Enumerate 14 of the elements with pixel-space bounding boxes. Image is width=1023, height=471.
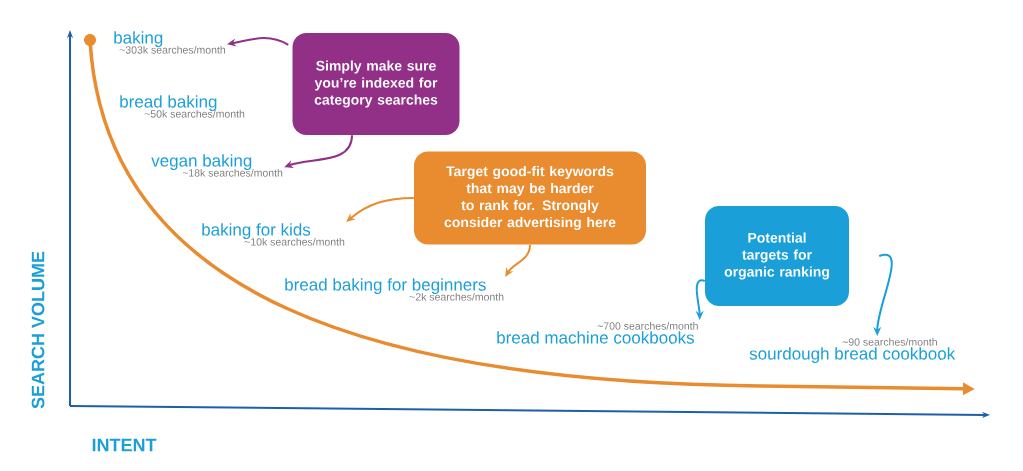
callout-box: Potential targets for organic ranking (705, 206, 849, 306)
callout-box: Simply make sure you’re indexed for category searches (292, 33, 460, 135)
axis-label: INTENT (92, 438, 157, 452)
axis-label: SEARCH VOLUME (31, 251, 45, 409)
curved-arrow (505, 243, 531, 277)
keyword-label: bread baking for beginners ~2k searches/month (285, 278, 504, 301)
keyword-label: ~90 searches/month sourdough bread cookbook (749, 338, 956, 364)
callout-box: Target good-fit keywords that may be harder to rank for. Strongly consider advertising here (414, 151, 646, 245)
keyword-label: ~700 searches/month bread machine cookbooks (497, 322, 698, 344)
keyword-label: vegan baking ~18k searches/month (151, 154, 283, 177)
keyword-label: baking for kids ~10k searches/month (202, 223, 345, 246)
keyword-label: baking ~303k searches/month (114, 31, 226, 54)
curved-arrow (346, 197, 415, 222)
keyword-label: bread baking ~50k searches/month (120, 95, 245, 118)
